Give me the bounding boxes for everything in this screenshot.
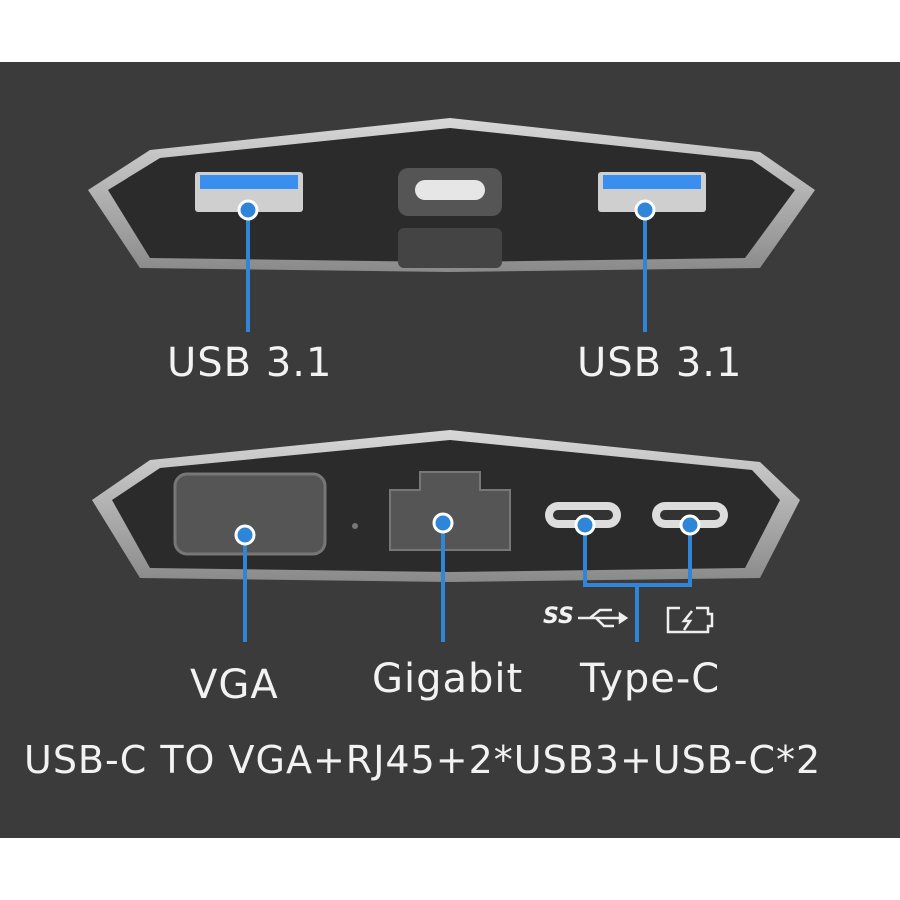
callout-lines	[243, 210, 692, 642]
charging-battery-icon	[666, 606, 714, 634]
rj45-port	[389, 471, 511, 551]
vga-port	[173, 472, 327, 556]
hub-bottom-side	[92, 430, 800, 582]
label-gigabit: Gigabit	[372, 656, 524, 702]
callout-dots	[234, 199, 701, 546]
label-vga: VGA	[190, 662, 279, 708]
label-type-c: Type-C	[580, 656, 721, 702]
label-usb-right: USB 3.1	[577, 340, 743, 386]
hub-top-side	[88, 118, 815, 272]
superspeed-usb-icon	[578, 608, 629, 628]
label-usb-left: USB 3.1	[167, 340, 333, 386]
ss-label: SS	[543, 604, 574, 629]
headline: USB-C TO VGA+RJ45+2*USB3+USB-C*2	[24, 738, 822, 782]
